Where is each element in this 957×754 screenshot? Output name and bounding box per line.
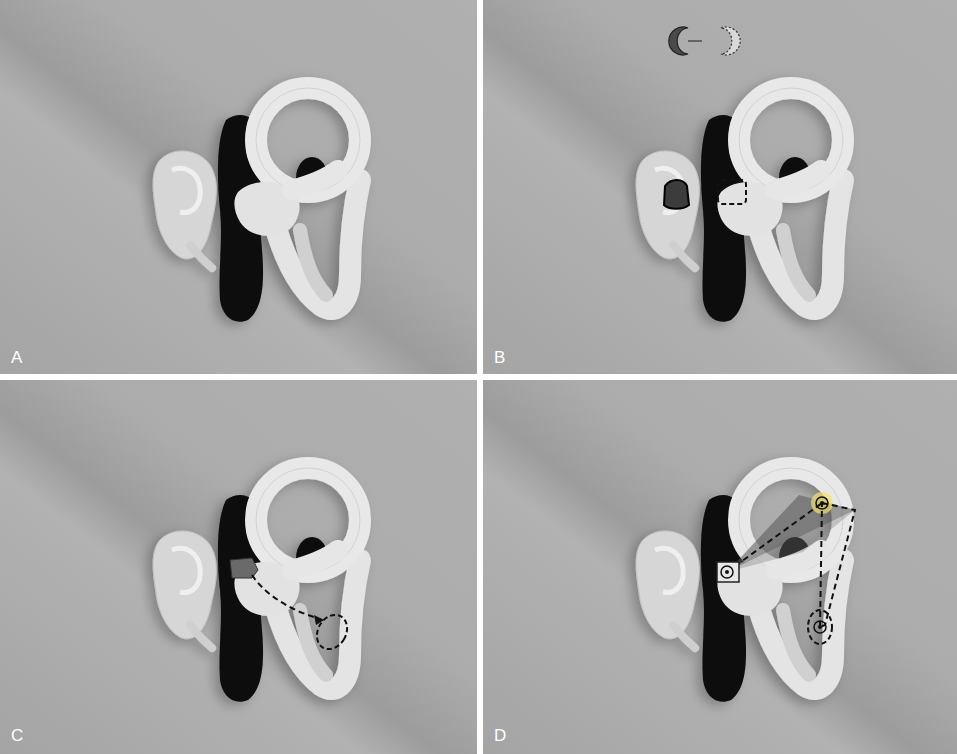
panel-background bbox=[0, 0, 477, 374]
panel-b-overlay bbox=[664, 27, 746, 209]
panel-background bbox=[483, 0, 957, 374]
panel-letter: A bbox=[11, 348, 22, 368]
panel-d-overlay bbox=[717, 492, 855, 644]
labyrinth-render bbox=[153, 468, 360, 702]
panel-letter: D bbox=[494, 726, 506, 746]
labyrinth-render bbox=[153, 88, 360, 322]
panel-letter: C bbox=[11, 726, 23, 746]
panel-background bbox=[0, 380, 477, 754]
panel-background bbox=[483, 380, 957, 754]
labyrinth-render bbox=[636, 468, 843, 702]
panel-c-overlay bbox=[230, 558, 353, 655]
panel-gutter bbox=[0, 374, 957, 380]
labyrinth-render bbox=[636, 88, 843, 322]
panel-letter: B bbox=[494, 348, 505, 368]
